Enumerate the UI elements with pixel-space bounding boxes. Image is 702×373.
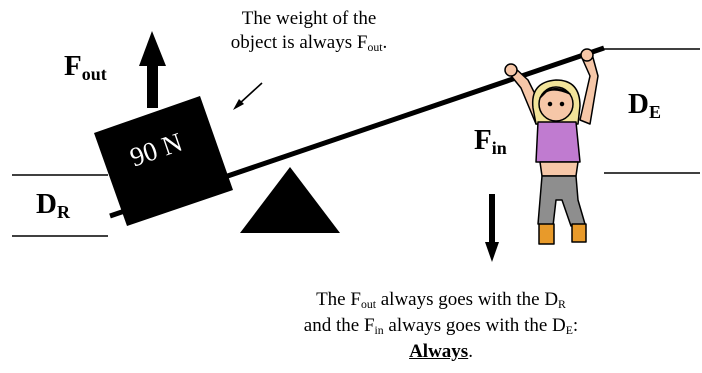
weight-note-line1: The weight of the <box>241 8 377 29</box>
d-e-label: DE <box>628 88 661 123</box>
bottom-note-line3: Always. <box>409 341 473 362</box>
bottom-note: The Fout always goes with the DR and the… <box>231 288 651 364</box>
f-out-label: Fout <box>64 50 107 85</box>
pointer-arrow <box>233 82 263 110</box>
f-out-arrow <box>139 31 166 108</box>
girl-figure <box>504 48 599 245</box>
bottom-note-line1: The Fout always goes with the DR <box>316 289 566 312</box>
fulcrum-triangle <box>240 167 340 233</box>
weight-note: The weight of the object is always Fout. <box>204 7 414 57</box>
bottom-note-line2: and the Fin always goes with the DE: <box>303 315 579 338</box>
weight-block <box>94 96 233 226</box>
f-in-label: Fin <box>474 124 507 159</box>
weight-note-line2: object is always Fout. <box>230 32 388 55</box>
f-in-arrow <box>485 194 499 262</box>
d-r-label: DR <box>36 188 70 223</box>
